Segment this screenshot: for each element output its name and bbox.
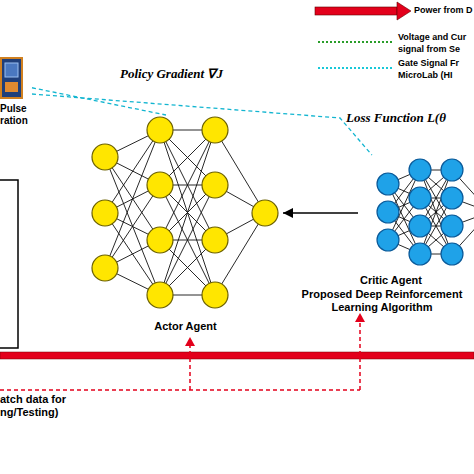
edge-label: Policy Gradient ∇J [120,66,474,82]
neuron [147,172,173,198]
neuron [441,215,463,237]
batch-line [0,389,360,391]
legend-text: Power from D [414,5,474,17]
neuron [202,117,228,143]
arrow-head [185,337,195,346]
neuron [92,200,118,226]
network-node: Actor Agent [88,115,283,335]
neural-network [88,115,283,335]
legend-sample [315,7,397,15]
network-link [105,185,160,268]
note-label: Proposed Deep Reinforcement Learning Alg… [290,288,474,314]
neuron [409,187,431,209]
neuron [409,159,431,181]
legend-sample [318,67,394,69]
network-link [215,130,265,213]
network-link [420,170,452,254]
network-link [420,170,452,254]
neuron [92,255,118,281]
neuron [202,172,228,198]
network-link [105,130,160,213]
node-label: Pulse ration [0,103,32,127]
neuron [252,200,278,226]
arrow-head [355,313,365,322]
network-link [105,213,160,295]
neuron [202,282,228,308]
network-node: Pulse ration [0,55,32,133]
note-label: atch data for [0,393,100,406]
neuron [441,159,463,181]
legend-text: Gate Signal Fr MicroLab (HI [398,58,474,81]
device-panel [5,82,18,92]
neuron [409,215,431,237]
network-node: Critic Agent [358,155,474,288]
connector [32,94,372,155]
network-link [160,130,215,295]
neuron [147,117,173,143]
device-panel [5,63,18,77]
neuron [147,227,173,253]
connector [283,212,358,214]
device-body [1,58,22,98]
arrow-head [283,208,293,218]
connector [32,88,166,115]
note-label: ng/Testing) [0,406,100,419]
neuron [377,229,399,251]
neuron [409,243,431,265]
network-link [215,213,265,295]
power-bus [0,352,474,359]
node-label: Actor Agent [88,320,283,333]
node-label: Critic Agent [360,274,472,287]
neuron [147,282,173,308]
legend-sample [318,41,394,43]
neuron [441,243,463,265]
neuron [92,144,118,170]
network-link [160,130,215,295]
left-box [0,180,18,348]
edge-label: Loss Function L(θ [346,110,474,126]
neuron [377,201,399,223]
neuron [441,187,463,209]
batch-line [359,320,361,390]
legend-sample [397,2,411,20]
legend-text: Voltage and Cur signal from Se [398,32,474,55]
batch-line [189,344,191,390]
neuron [377,173,399,195]
neural-network [358,155,474,288]
neuron [202,227,228,253]
